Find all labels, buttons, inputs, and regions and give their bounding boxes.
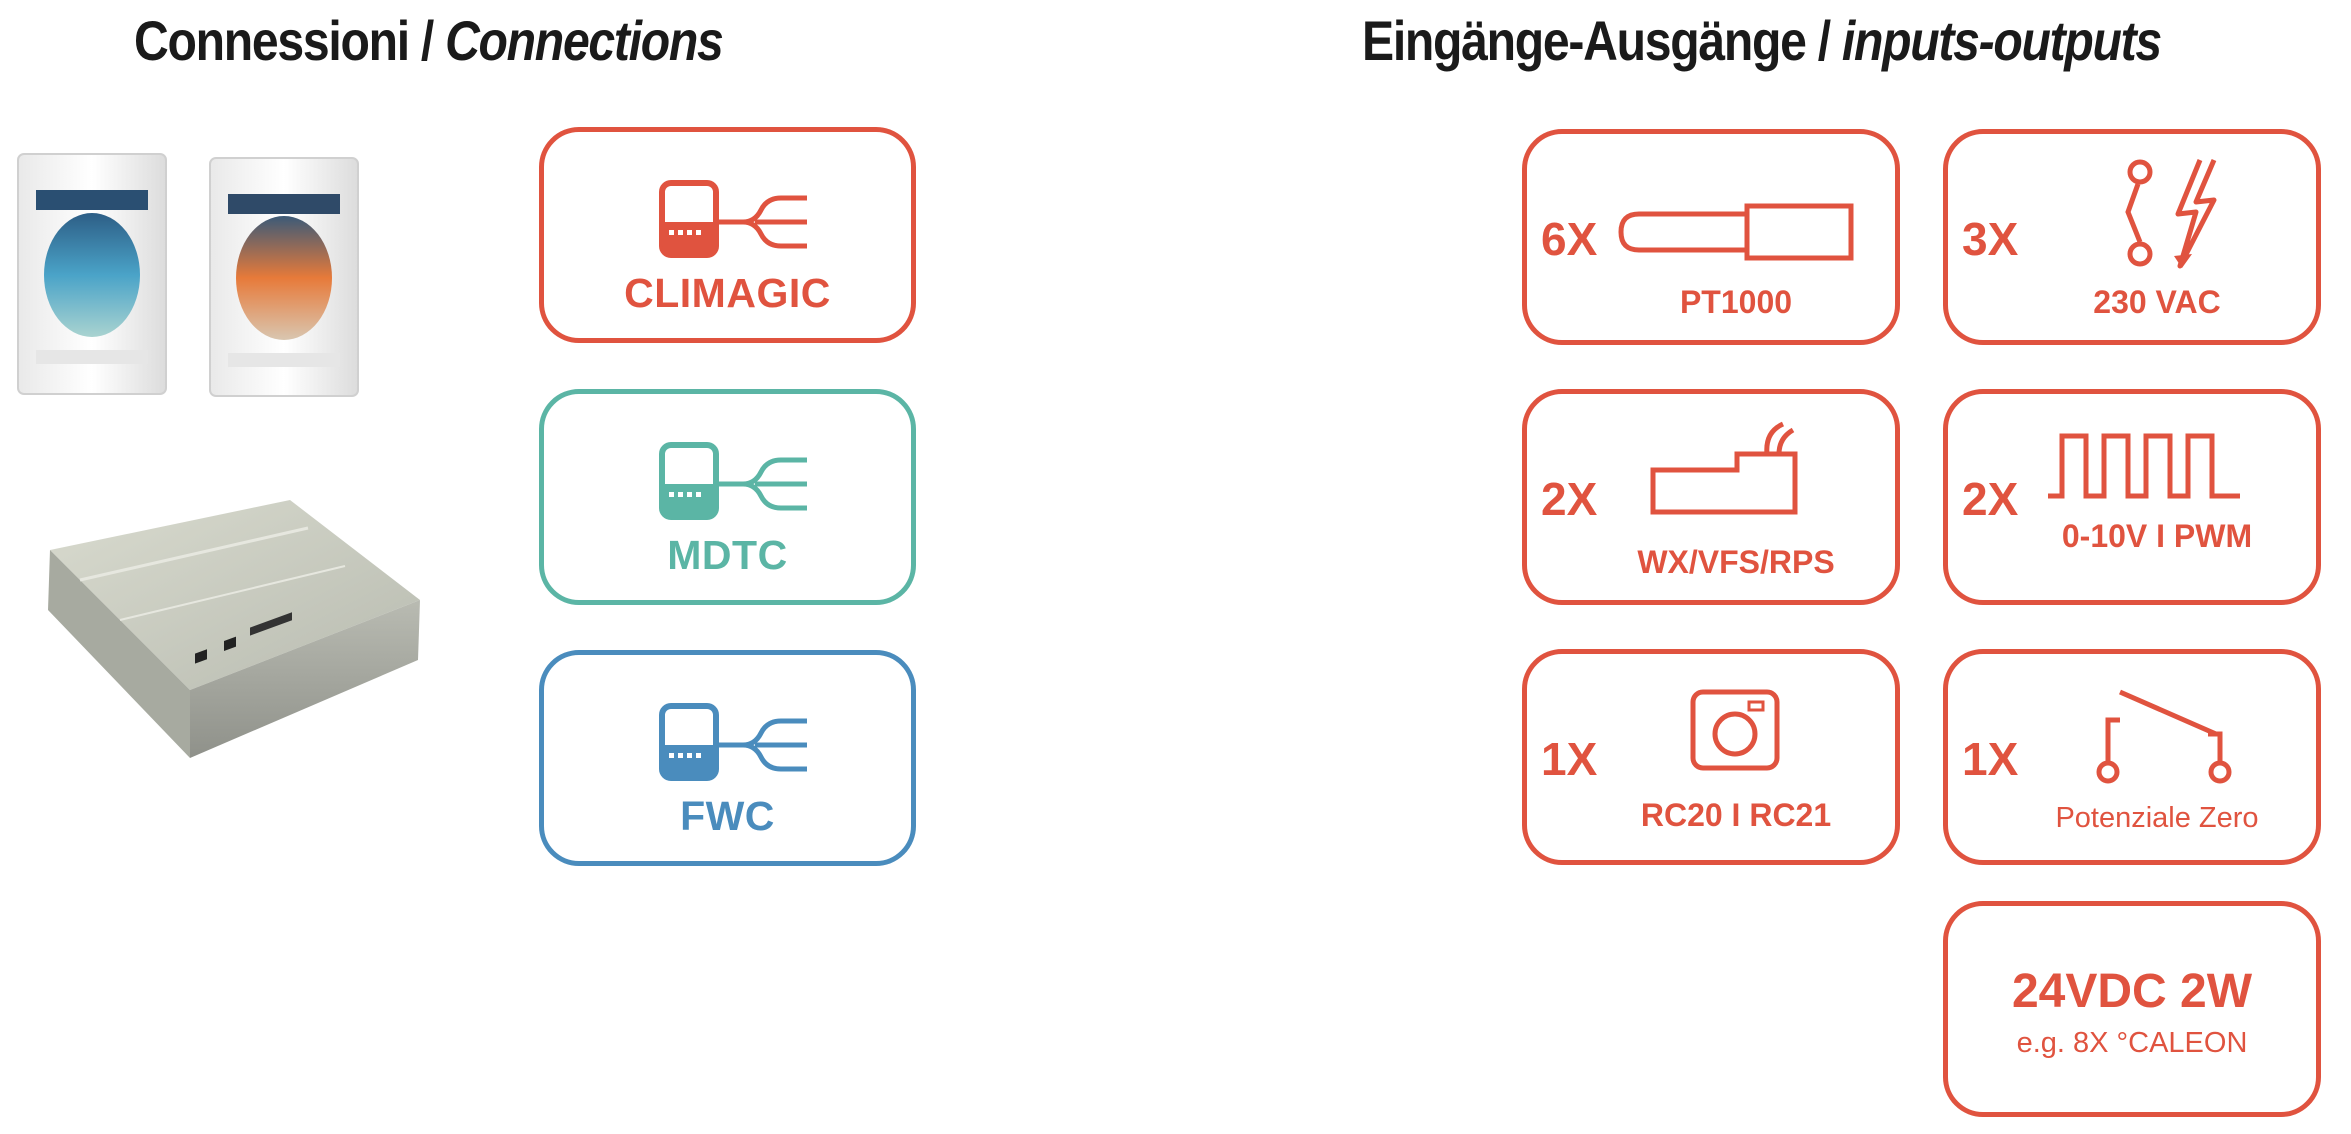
controller-box-blue xyxy=(17,153,167,395)
io-tile-pt1000: 6X PT1000 xyxy=(1522,129,1900,345)
flow-sensor-icon xyxy=(1650,421,1798,515)
io-quantity: 1X xyxy=(1962,733,2019,785)
io-label: 0-10V I PWM xyxy=(2061,518,2253,554)
voltage-switch-icon xyxy=(2125,159,2217,269)
io-quantity: 2X xyxy=(1541,473,1598,525)
connections-heading-text: Connessioni / xyxy=(134,9,446,72)
io-tile-potenziale-zero: 1X Potenziale Zero xyxy=(1943,649,2321,865)
controller-boxes-image xyxy=(17,153,359,397)
potential-free-relay-icon xyxy=(2096,689,2232,784)
io-quantity: 1X xyxy=(1541,733,1598,785)
io-label: 230 VAC xyxy=(2093,284,2221,320)
io-label: Potenziale Zero xyxy=(2055,802,2259,834)
controller-box-orange xyxy=(209,157,359,397)
io-label: RC20 I RC21 xyxy=(1640,797,1832,833)
io-quantity: 2X xyxy=(1962,473,2019,525)
io-quantity: 3X xyxy=(1962,213,2019,265)
power-example: e.g. 8X °CALEON xyxy=(2016,1027,2248,1059)
controller-cable-icon xyxy=(659,180,807,258)
power-rating: 24VDC 2W xyxy=(2011,965,2253,1018)
connections-heading-italic: Connections xyxy=(445,9,724,72)
connection-label: MDTC xyxy=(667,532,788,578)
io-tile-0-10v-pwm: 2X 0-10V I PWM xyxy=(1943,389,2321,605)
io-label: PT1000 xyxy=(1679,284,1793,320)
io-tile-rc20-rc21: 1X RC20 I RC21 xyxy=(1522,649,1900,865)
pwm-signal-icon xyxy=(2048,433,2240,499)
io-tile-wx-vfs-rps: 2X WX/VFS/RPS xyxy=(1522,389,1900,605)
temperature-probe-icon xyxy=(1618,203,1854,261)
connection-mdtc: MDTC xyxy=(539,389,916,605)
io-tile-power: 24VDC 2W e.g. 8X °CALEON xyxy=(1943,901,2321,1117)
connection-label: CLIMAGIC xyxy=(624,270,831,316)
connection-fwc: FWC xyxy=(539,650,916,866)
io-heading-text: Eingänge-Ausgänge / xyxy=(1362,9,1842,72)
connection-label: FWC xyxy=(680,793,775,839)
io-heading: Eingänge-Ausgänge / inputs-outputs xyxy=(1362,8,2162,73)
controller-cable-icon xyxy=(659,703,807,781)
io-tile-230vac: 3X 230 VAC xyxy=(1943,129,2321,345)
room-controller-icon xyxy=(1690,689,1780,771)
controller-cable-icon xyxy=(659,442,807,520)
connection-climagic: CLIMAGIC xyxy=(539,127,916,343)
io-quantity: 6X xyxy=(1541,213,1598,265)
io-heading-italic: inputs-outputs xyxy=(1841,9,2162,72)
connections-heading: Connessioni / Connections xyxy=(134,8,724,73)
io-label: WX/VFS/RPS xyxy=(1637,544,1835,580)
gateway-device-image xyxy=(48,500,420,758)
